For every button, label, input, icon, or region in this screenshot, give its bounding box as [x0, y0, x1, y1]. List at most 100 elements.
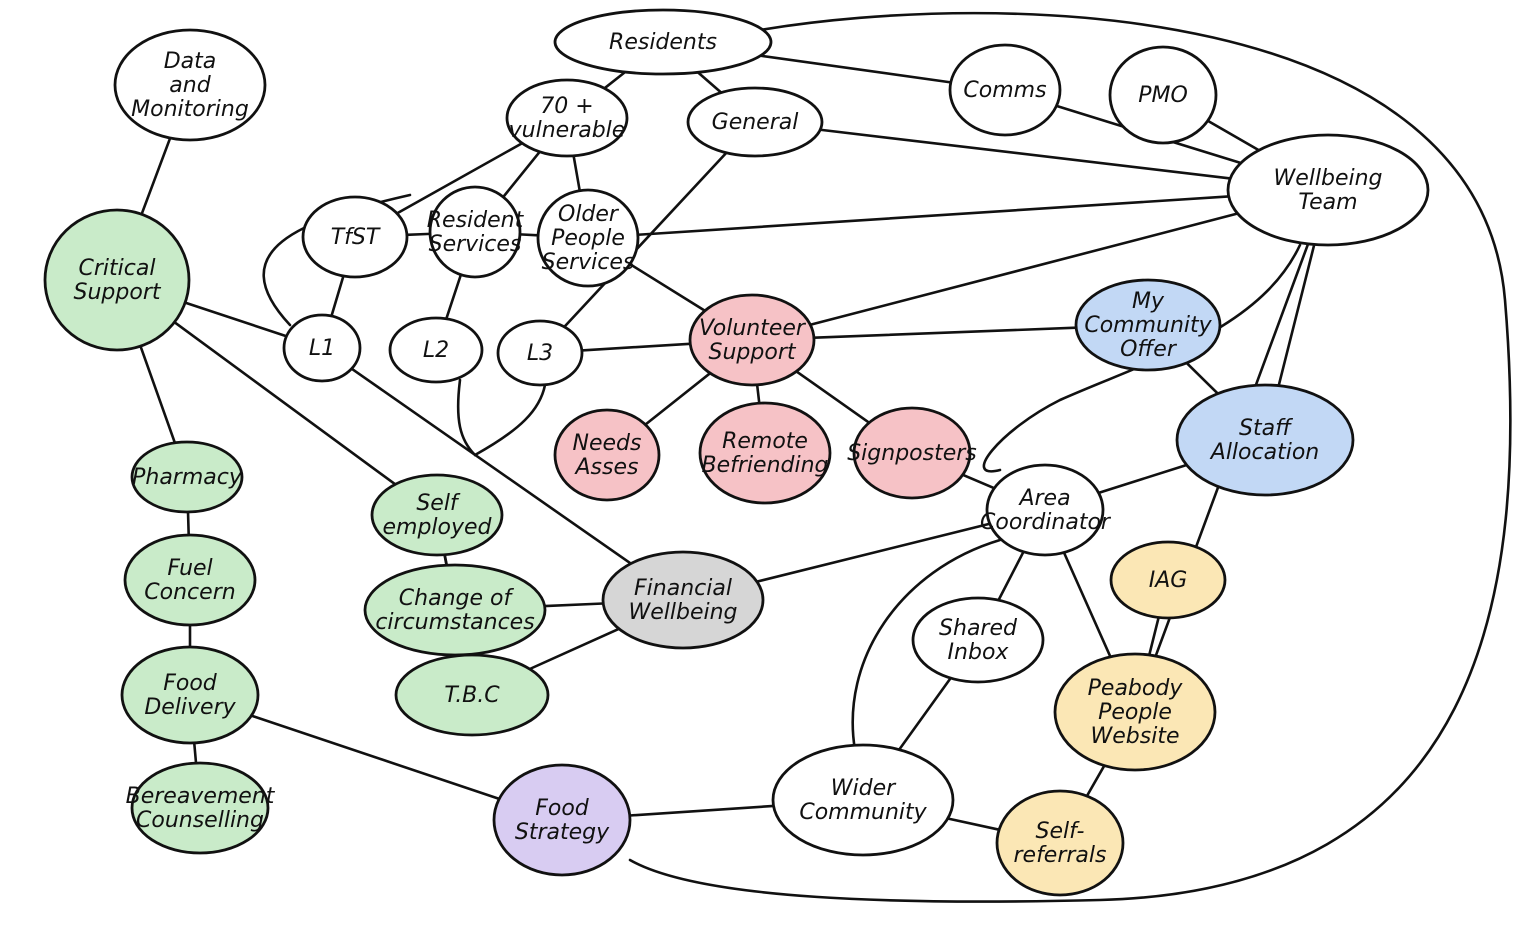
node-shape — [43, 208, 191, 352]
edge-volunteer-mco — [812, 326, 1078, 339]
node-label: Data — [164, 49, 217, 74]
edge-general-wellbeing — [818, 128, 1232, 180]
node-label: Financial — [634, 576, 732, 601]
edge-older-wellbeing — [636, 195, 1230, 237]
node-signposters[interactable]: Signposters — [847, 406, 977, 500]
node-residents[interactable]: Residents — [553, 8, 773, 76]
node-l2[interactable]: L2 — [388, 316, 484, 384]
node-general[interactable]: General — [686, 86, 824, 158]
node-label: PMO — [1138, 83, 1188, 108]
node-label: Comms — [963, 78, 1046, 103]
node-label: People — [1098, 700, 1172, 725]
node-tbc[interactable]: T.B.C — [394, 653, 550, 737]
edge-food-delivery-bereavement — [192, 741, 198, 765]
edge-volunteer-wellbeing — [809, 212, 1239, 327]
node-l3[interactable]: L3 — [496, 319, 584, 387]
node-shape — [496, 319, 584, 387]
node-label: Staff — [1239, 416, 1293, 441]
node-shape — [505, 78, 629, 158]
node-label: Area — [1017, 486, 1070, 511]
node-label: Resident — [427, 208, 525, 233]
node-self-referrals[interactable]: Self-referrals — [995, 789, 1125, 897]
edge-area-wider — [851, 538, 1002, 752]
edge-wider-self-referrals — [946, 817, 1001, 832]
edge-resident-services-older — [518, 233, 540, 237]
node-pmo[interactable]: PMO — [1108, 45, 1218, 145]
node-label: Food — [163, 671, 218, 696]
node-seventy[interactable]: 70 +vulnerable — [505, 78, 629, 158]
node-shape — [852, 406, 972, 500]
node-label: Self — [416, 491, 461, 516]
edge-wellbeing-area — [982, 243, 1302, 473]
node-shape — [688, 293, 816, 387]
node-label: Critical — [79, 256, 156, 281]
node-label: Pharmacy — [132, 465, 243, 490]
node-label: Community — [1084, 313, 1212, 338]
node-iag[interactable]: IAG — [1109, 540, 1227, 620]
node-l1[interactable]: L1 — [282, 313, 362, 383]
edge-signposters-area — [961, 473, 996, 490]
node-label: 70 + — [540, 94, 593, 119]
node-shape — [301, 195, 409, 279]
node-label: Change of — [399, 586, 515, 611]
node-label: Food — [535, 796, 590, 821]
edge-volunteer-remote — [755, 383, 761, 405]
node-shape — [1074, 278, 1222, 372]
edge-financial-area — [755, 522, 992, 583]
node-label: Fuel — [167, 556, 212, 581]
edge-general-l3 — [562, 151, 728, 329]
node-label: Website — [1091, 724, 1180, 749]
node-tfst[interactable]: TfST — [301, 195, 409, 279]
edges — [139, 11, 1512, 903]
node-shape — [1053, 652, 1217, 772]
edge-data-critical — [140, 136, 172, 216]
node-comms[interactable]: Comms — [948, 43, 1062, 137]
node-label: Bereavement — [126, 784, 276, 809]
node-label: Counselling — [136, 808, 264, 833]
node-label: TfST — [331, 225, 381, 250]
node-label: Support — [74, 280, 162, 305]
node-label: Delivery — [144, 695, 236, 720]
node-label: L3 — [527, 341, 553, 366]
edge-shared-wider — [897, 676, 952, 751]
node-shape — [394, 653, 550, 737]
edge-critical-l1 — [183, 301, 288, 338]
node-label: Residents — [609, 30, 717, 55]
node-label: Needs — [573, 431, 642, 456]
node-shape — [985, 463, 1105, 557]
edge-critical-self-employed — [173, 320, 397, 486]
node-label: T.B.C — [444, 683, 500, 708]
edge-volunteer-signposters — [795, 370, 871, 425]
edge-food-delivery-food-strategy — [250, 714, 501, 801]
node-shape — [1226, 133, 1430, 247]
node-label: Services — [429, 232, 522, 257]
node-shape — [698, 401, 832, 505]
edge-staff-area — [1097, 463, 1188, 495]
node-pharmacy[interactable]: Pharmacy — [130, 440, 244, 514]
node-shape — [948, 43, 1062, 137]
edge-residents-comms — [759, 54, 953, 84]
